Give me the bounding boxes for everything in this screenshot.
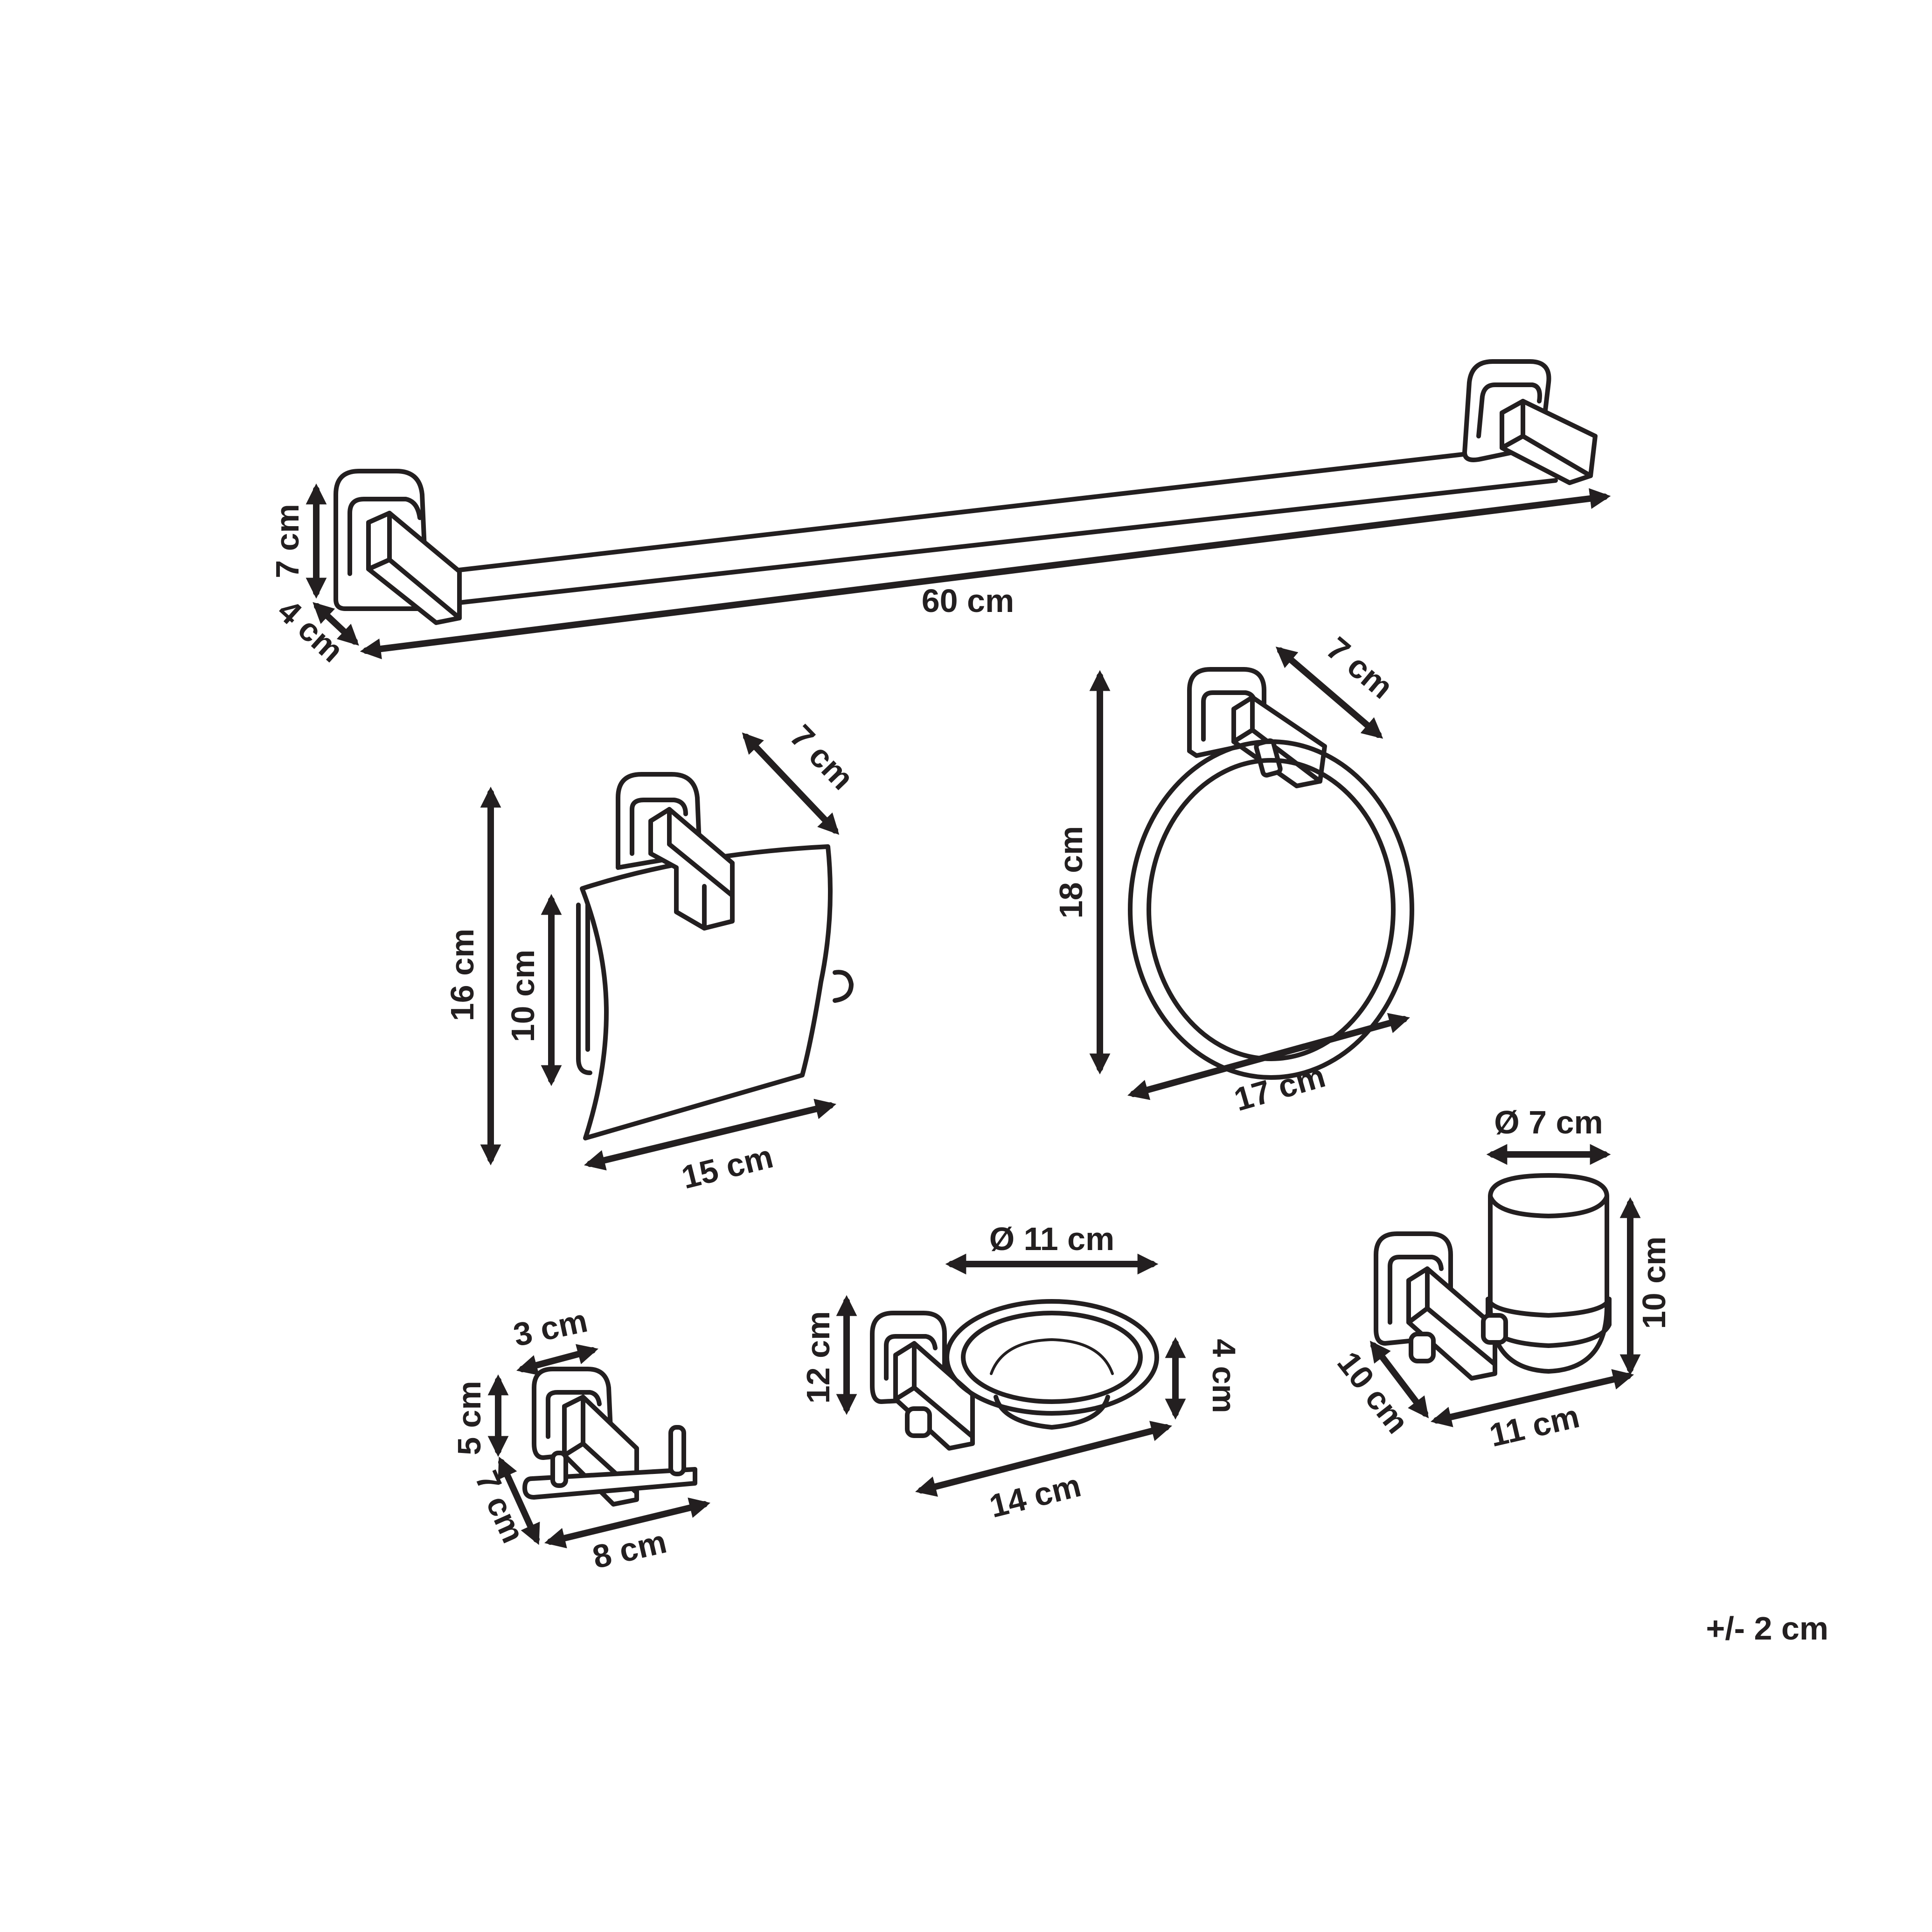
towel-ring-height-label: 18 cm bbox=[1053, 826, 1089, 918]
paper-holder-cover-height-label: 10 cm bbox=[505, 950, 541, 1042]
tumbler-holder-glass bbox=[1488, 1173, 1609, 1374]
tumbler-holder-stub-right bbox=[1481, 1313, 1508, 1345]
paper-holder-hoop bbox=[576, 903, 592, 1075]
towel-bar-depth-line bbox=[313, 602, 359, 646]
soap-dish-height-label: 12 cm bbox=[800, 1311, 836, 1404]
towel-ring-width-label: 17 cm bbox=[1230, 1057, 1329, 1118]
soap-dish-dish-height-label: 4 cm bbox=[1206, 1339, 1242, 1413]
tumbler-holder: Ø 7 cm 10 cm 10 cm 11 cm bbox=[1330, 1104, 1672, 1454]
towel-bar-width-line bbox=[360, 488, 1611, 660]
towel-ring: 18 cm 7 cm 17 cm bbox=[1053, 630, 1414, 1118]
paper-holder-spindle bbox=[833, 970, 854, 1003]
robe-hook-width-line bbox=[544, 1497, 711, 1549]
paper-holder-cover bbox=[580, 844, 833, 1140]
robe-hook-pin-right bbox=[668, 1425, 686, 1476]
soap-dish: Ø 11 cm 12 cm 4 cm 14 cm bbox=[800, 1221, 1242, 1525]
tumbler-holder-stub-left bbox=[1409, 1332, 1436, 1363]
towel-bar: 7 cm 4 cm 60 cm bbox=[269, 359, 1611, 669]
robe-hook-top-width-label: 3 cm bbox=[510, 1302, 591, 1353]
robe-hook-depth-line bbox=[498, 1456, 540, 1545]
tumbler-holder-depth-line bbox=[1369, 1341, 1429, 1418]
towel-ring-depth-line bbox=[1275, 646, 1383, 739]
tumbler-holder-depth-label: 10 cm bbox=[1330, 1345, 1416, 1440]
towel-bar-height-label: 7 cm bbox=[269, 504, 306, 578]
tumbler-holder-diameter-label: Ø 7 cm bbox=[1494, 1104, 1603, 1140]
robe-hook: 3 cm 5 cm 7 cm 8 cm bbox=[451, 1302, 711, 1576]
towel-bar-rod bbox=[457, 441, 1563, 572]
robe-hook-pin-left bbox=[550, 1451, 568, 1488]
soap-dish-diameter-label: Ø 11 cm bbox=[989, 1221, 1115, 1257]
soap-dish-bowl bbox=[945, 1299, 1159, 1416]
paper-holder-width-label: 15 cm bbox=[678, 1138, 776, 1196]
towel-ring-width-line bbox=[1127, 1013, 1410, 1100]
paper-holder-total-height-label: 16 cm bbox=[444, 929, 480, 1021]
paper-holder-depth-line bbox=[742, 732, 840, 835]
tolerance-note: +/- 2 cm bbox=[1706, 1610, 1828, 1647]
paper-holder-width-line bbox=[584, 1098, 837, 1171]
soap-dish-width-label: 14 cm bbox=[986, 1467, 1084, 1525]
towel-bar-width-label: 60 cm bbox=[922, 583, 1014, 619]
robe-hook-top-width-line bbox=[516, 1344, 598, 1376]
soap-dish-stub bbox=[905, 1406, 932, 1438]
tumbler-holder-height-label: 10 cm bbox=[1636, 1237, 1672, 1329]
soap-dish-width-line bbox=[915, 1421, 1173, 1497]
paper-holder: 16 cm 10 cm 7 cm 15 cm bbox=[444, 718, 861, 1196]
tumbler-holder-width-line bbox=[1430, 1369, 1634, 1427]
robe-hook-height-label: 5 cm bbox=[451, 1381, 487, 1455]
